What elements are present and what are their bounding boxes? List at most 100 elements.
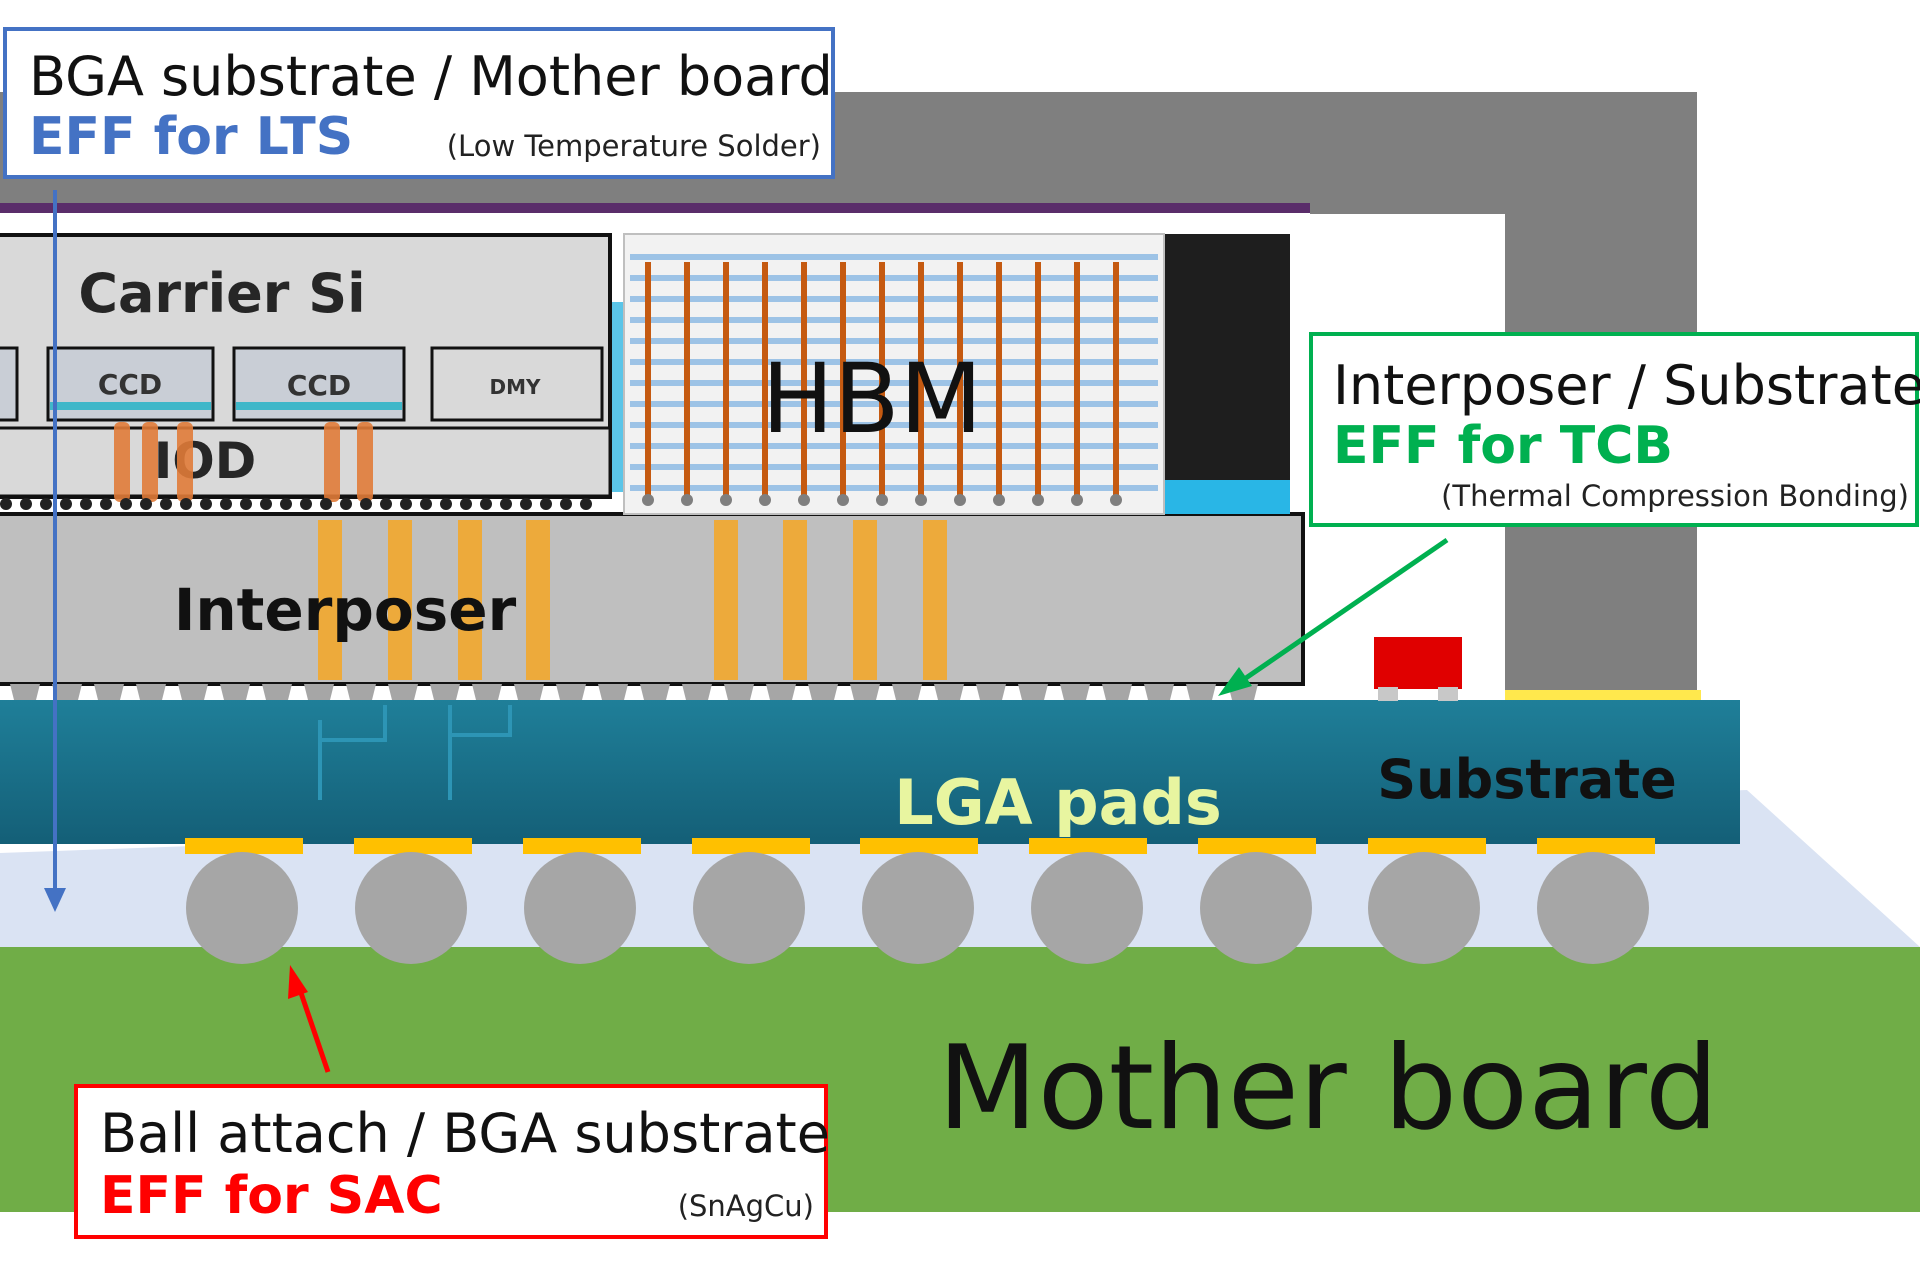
interposer-bump xyxy=(52,684,82,700)
interposer-bump xyxy=(724,684,754,700)
hbm-layer-stripe xyxy=(630,254,1158,260)
hbm-tsv xyxy=(1035,262,1041,498)
interposer-bump xyxy=(1102,684,1132,700)
dummy-chiplet xyxy=(430,346,604,422)
callout-lts-title: BGA substrate / Mother board xyxy=(29,45,833,108)
hbm-microbump xyxy=(798,494,810,506)
hbm-layer-stripe xyxy=(630,338,1158,344)
lga-pad xyxy=(1029,838,1147,854)
substrate-routing xyxy=(318,705,512,800)
iod-bump xyxy=(100,498,112,510)
hbm-tsv xyxy=(879,262,885,498)
hbm-tsv xyxy=(840,262,846,498)
tcb-arrowhead xyxy=(1218,667,1252,696)
iod-bump xyxy=(420,498,432,510)
ccd-chiplet-left-partial xyxy=(0,346,19,422)
interposer-bump xyxy=(598,684,628,700)
hbm-underfill xyxy=(1163,480,1290,514)
lga-pad xyxy=(692,838,810,854)
interposer-bump xyxy=(220,684,250,700)
hbm-microbump xyxy=(954,494,966,506)
hbm-tsv xyxy=(918,262,924,498)
iod-bump xyxy=(40,498,52,510)
substrate-block xyxy=(0,700,1740,844)
callout-lts-flux: EFF for LTS xyxy=(29,107,354,167)
lid-adhesive-top xyxy=(0,203,1310,213)
solder-ball xyxy=(1537,852,1649,964)
iod-bump xyxy=(440,498,452,510)
interposer-bump xyxy=(472,684,502,700)
interposer-tsv xyxy=(318,520,342,680)
interposer-bump xyxy=(346,684,376,700)
hbm-microbump xyxy=(993,494,1005,506)
iod-bump xyxy=(160,498,172,510)
iod-pillar xyxy=(114,422,130,502)
callout-tcb: Interposer / Substrate EFF for TCB (Ther… xyxy=(1309,332,1920,527)
hbm-layer-stripe xyxy=(630,359,1158,365)
hbm-layer-stripe xyxy=(630,275,1158,281)
callout-sac: Ball attach / BGA substrate EFF for SAC … xyxy=(74,1084,830,1239)
callout-sac-title: Ball attach / BGA substrate xyxy=(100,1102,830,1165)
iod-bump xyxy=(320,498,332,510)
interposer-tsv xyxy=(388,520,412,680)
iod-block xyxy=(0,426,612,498)
interposer-bump xyxy=(262,684,292,700)
sac-arrow-line xyxy=(297,989,331,1073)
interposer-bump xyxy=(976,684,1006,700)
hbm-side-block xyxy=(1165,234,1290,480)
lga-pad xyxy=(1368,838,1486,854)
iod-bump xyxy=(520,498,532,510)
solder-ball xyxy=(693,852,805,964)
interposer-tsv xyxy=(923,520,947,680)
callout-lts-note: (Low Temperature Solder) xyxy=(446,129,821,163)
interposer-bump xyxy=(682,684,712,700)
interposer-bump xyxy=(1060,684,1090,700)
interposer-tsv xyxy=(526,520,550,680)
callout-tcb-note: (Thermal Compression Bonding) xyxy=(1441,479,1909,513)
hbm-microbump xyxy=(720,494,732,506)
hbm-microbump xyxy=(837,494,849,506)
lga-pad xyxy=(523,838,641,854)
ccd-label-2: CCD xyxy=(287,369,351,402)
interposer-bump xyxy=(178,684,208,700)
interposer-bump xyxy=(808,684,838,700)
iod-bump xyxy=(360,498,372,510)
hbm-microbump xyxy=(681,494,693,506)
iod-pillar-group xyxy=(114,422,373,502)
dmy-label: DMY xyxy=(490,375,542,399)
solder-ball xyxy=(1031,852,1143,964)
hbm-tsv xyxy=(1113,262,1119,498)
interposer-bump xyxy=(136,684,166,700)
interposer-bump xyxy=(430,684,460,700)
hbm-tsv xyxy=(957,262,963,498)
interposer-bump xyxy=(640,684,670,700)
solder-ball-group xyxy=(186,852,1649,964)
iod-bump xyxy=(240,498,252,510)
iod-bump xyxy=(200,498,212,510)
hbm-tsv xyxy=(645,262,651,498)
hbm-layer-stripe xyxy=(630,401,1158,407)
solder-ball xyxy=(186,852,298,964)
iod-bump xyxy=(500,498,512,510)
capacitor xyxy=(1374,637,1462,689)
iod-pillar xyxy=(324,422,340,502)
ccd-label-1: CCD xyxy=(98,368,162,401)
iod-bump xyxy=(540,498,552,510)
iod-bump xyxy=(380,498,392,510)
hbm-layer-stripe xyxy=(630,317,1158,323)
iod-bump xyxy=(60,498,72,510)
interposer-bump xyxy=(892,684,922,700)
interposer-bump xyxy=(934,684,964,700)
interposer-tsv xyxy=(783,520,807,680)
interposer-tsv xyxy=(853,520,877,680)
callout-sac-flux: EFF for SAC xyxy=(100,1166,443,1226)
hbm-microbump xyxy=(1110,494,1122,506)
iod-bump xyxy=(220,498,232,510)
interposer-tsv xyxy=(714,520,738,680)
solder-ball xyxy=(862,852,974,964)
mother-board-label: Mother board xyxy=(938,1021,1719,1156)
iod-bump xyxy=(300,498,312,510)
hbm-tsv xyxy=(1074,262,1080,498)
